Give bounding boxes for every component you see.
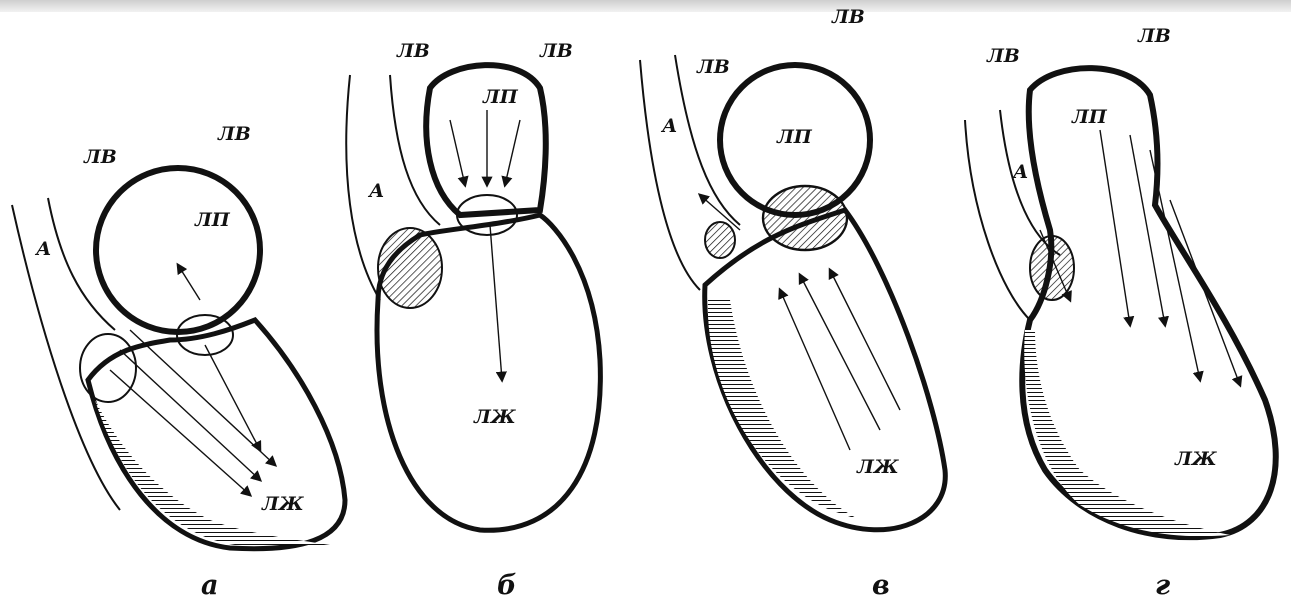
panel-a-label-pulmonary-vein-right: ЛВ	[218, 125, 251, 144]
panel-b-flow-arrow	[505, 120, 520, 185]
panel-b-aorta-inner-wall	[390, 75, 440, 225]
panel-d-flow-arrow	[1100, 130, 1130, 325]
panel-c-caption: в	[872, 572, 890, 599]
panel-a-flow-arrow	[120, 350, 260, 480]
panel-b-aortic-valve	[378, 228, 442, 308]
panel-d-myocardium	[1024, 330, 1230, 536]
panel-a-label-pulmonary-vein-left: ЛВ	[84, 148, 117, 167]
panel-d-aortic-valve	[1030, 236, 1074, 300]
panel-b-label-pulmonary-vein-right: ЛВ	[540, 42, 573, 61]
panel-b-caption: б	[497, 572, 517, 599]
panel-a-aorta-outer-wall	[12, 205, 120, 510]
panel-a-label-aorta: А	[36, 240, 51, 259]
panel-c-label-pulmonary-vein-right: ЛВ	[832, 8, 865, 27]
panel-a-flow-arrow	[178, 265, 200, 300]
panel-a-flow-arrow	[130, 330, 275, 465]
panel-b-flow-arrow	[450, 120, 465, 185]
panel-c-aortic-valve	[705, 222, 735, 258]
panel-c-aorta-inner-wall	[675, 55, 740, 225]
panel-b-flow-arrow	[490, 225, 502, 380]
panel-a-flow-arrow	[205, 345, 260, 450]
panel-c-label-pulmonary-vein-left: ЛВ	[697, 58, 730, 77]
panel-c-label-left-ventricle: ЛЖ	[857, 458, 899, 477]
panel-d-caption: г	[1155, 572, 1170, 599]
panel-c-flow-arrow	[780, 290, 850, 450]
panel-c-flow-arrow	[800, 275, 880, 430]
panel-a-aortic-valve	[80, 334, 136, 402]
panel-d-label-pulmonary-vein-right: ЛВ	[1138, 27, 1171, 46]
panel-a-flow-arrow	[110, 370, 250, 495]
panel-d-label-aorta: А	[1013, 163, 1028, 182]
panel-d-label-pulmonary-vein-left: ЛВ	[987, 47, 1020, 66]
panel-b-label-left-atrium: ЛП	[483, 88, 518, 107]
panel-b-label-left-ventricle: ЛЖ	[474, 408, 516, 427]
panel-c-mitral-valve	[763, 186, 847, 250]
panel-d-label-left-ventricle: ЛЖ	[1175, 450, 1217, 469]
panel-b-label-aorta: А	[369, 182, 384, 201]
panel-c-label-aorta: А	[662, 117, 677, 136]
panel-d-label-left-atrium: ЛП	[1072, 108, 1107, 127]
panel-d-heart	[965, 68, 1276, 537]
panel-d-aorta-outer-wall	[965, 120, 1030, 320]
panel-a-caption: а	[201, 572, 219, 599]
panel-a-label-left-ventricle: ЛЖ	[262, 495, 304, 514]
panel-a-label-left-atrium: ЛП	[195, 211, 230, 230]
panel-a-left-atrium	[96, 168, 260, 332]
panel-b-label-pulmonary-vein-left: ЛВ	[397, 42, 430, 61]
panel-c-label-left-atrium: ЛП	[777, 128, 812, 147]
panel-b-heart	[346, 65, 600, 530]
panel-c-aorta-outer-wall	[640, 60, 700, 290]
panel-a-myocardium	[95, 400, 330, 545]
panel-a-heart	[12, 168, 345, 549]
